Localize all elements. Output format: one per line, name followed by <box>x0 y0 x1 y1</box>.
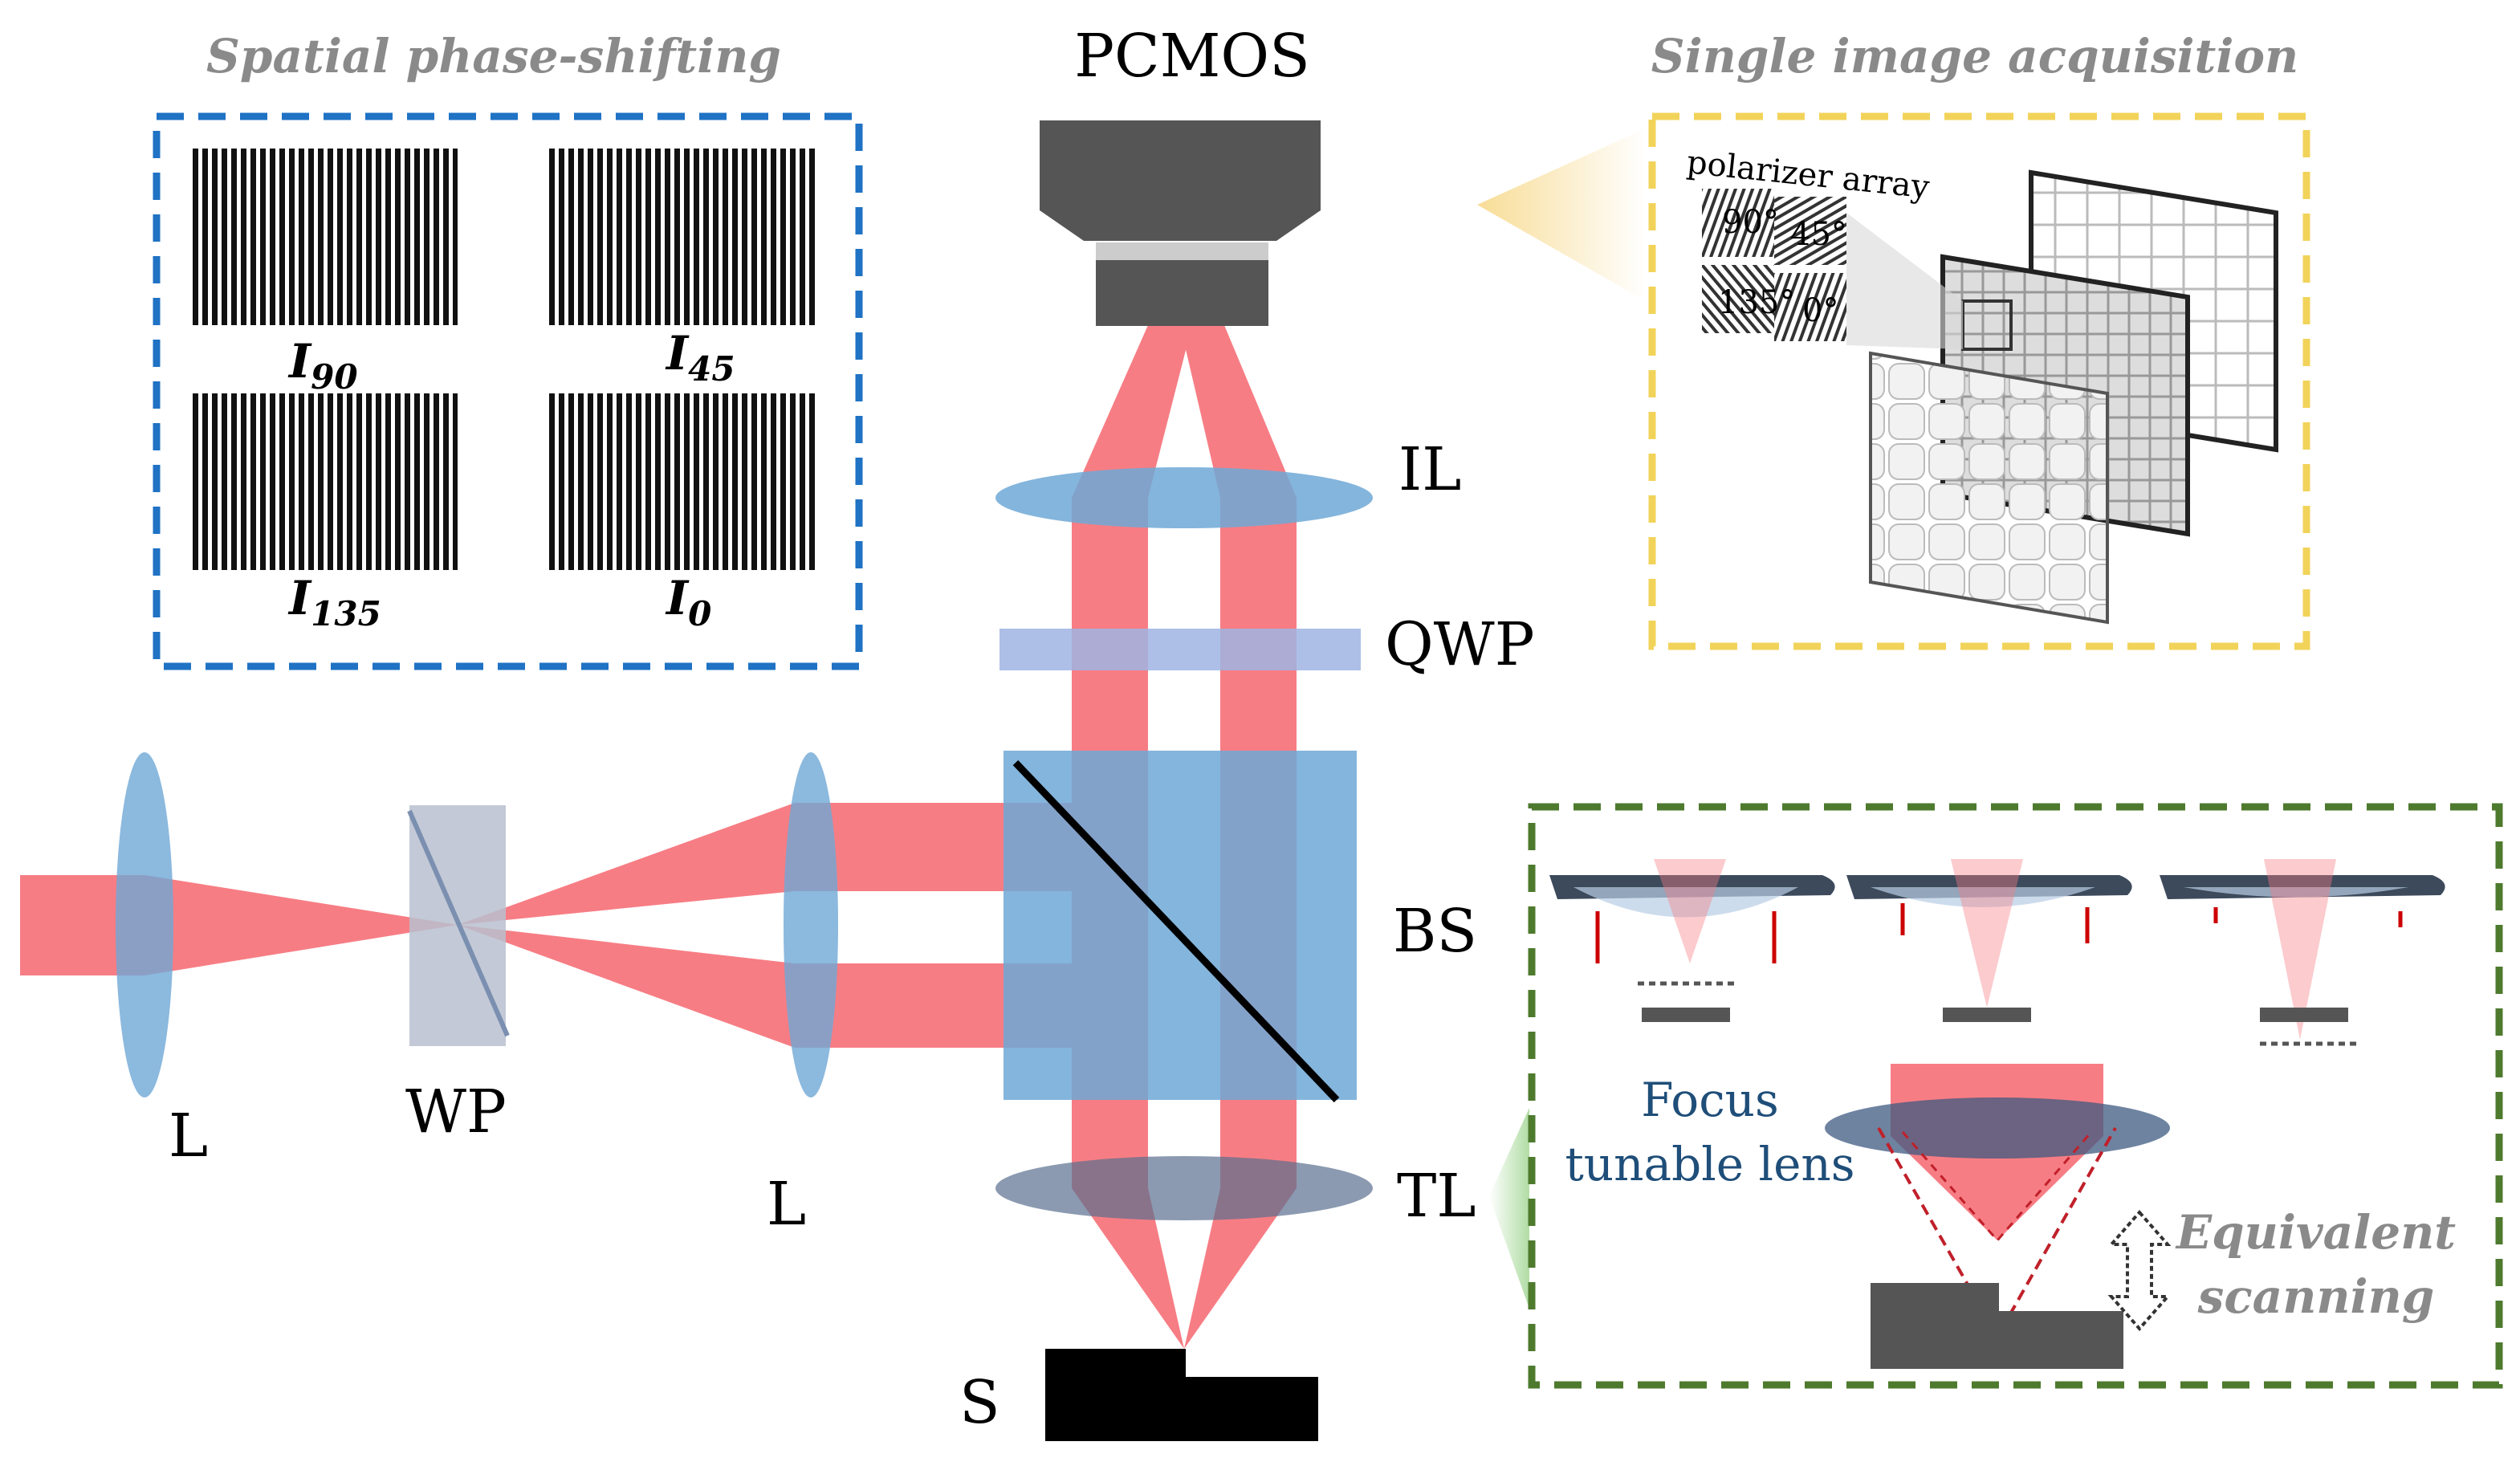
single-panel-title: Single image acquisition <box>1651 29 2298 83</box>
label-wp: WP <box>405 1077 507 1146</box>
focus-lens-label-line2: tunable lens <box>1565 1137 1854 1191</box>
label-s: S <box>959 1368 1000 1437</box>
dashed-focus-ray-inner <box>1901 1131 2093 1243</box>
focus-cone <box>1891 1136 2103 1240</box>
yellow-projection-cone <box>1477 128 1646 301</box>
fringe-pattern-90 <box>189 149 458 325</box>
label-il: IL <box>1398 435 1461 504</box>
upper-diverging-beam <box>458 803 795 925</box>
prism-interface <box>407 809 510 1037</box>
lens-state-2 <box>1846 859 2132 1022</box>
quarter-wave-plate <box>999 629 1361 670</box>
input-beam <box>20 875 458 975</box>
lens-state-3 <box>2160 859 2445 1046</box>
imaging-lens <box>995 467 1373 528</box>
lens-state-1 <box>1549 859 1835 1022</box>
angle-45: 45° <box>1790 216 1847 253</box>
polarizer-cell-90 <box>1702 189 1774 257</box>
fringe-pattern-45 <box>546 149 815 325</box>
label-tl: TL <box>1397 1162 1476 1231</box>
label-l-middle: L <box>767 1170 806 1239</box>
scan-double-arrow <box>2107 1209 2172 1332</box>
scan-label-line1: Equivalent <box>2175 1205 2456 1260</box>
scan-label-line2: scanning <box>2197 1269 2435 1324</box>
step-sample-low <box>1871 1311 2123 1369</box>
label-pcmos: PCMOS <box>1074 22 1310 91</box>
beam-to-camera-left <box>1072 325 1192 498</box>
polarizer-cell-45 <box>1774 197 1846 265</box>
angle-0: 0° <box>1802 292 1838 329</box>
spatial-panel-border <box>153 112 863 670</box>
label-i45: I45 <box>665 326 735 389</box>
microlens-plane <box>1869 351 2109 625</box>
focus-panel-border <box>1528 803 2503 1389</box>
focus-tunable-lens <box>1825 1097 2170 1159</box>
focus-lens-label-line1: Focus <box>1641 1073 1779 1127</box>
spatial-phase-shifting-panel: Spatial phase-shifting I90 I45 I135 I0 <box>153 29 863 670</box>
beam-to-camera-right <box>1180 325 1297 498</box>
single-panel-border <box>1648 112 2310 650</box>
label-i0: I0 <box>665 571 711 633</box>
focus-tunable-lens-panel: Focus tunable lens Equivalent scanning <box>1489 803 2503 1389</box>
lens-l-middle <box>784 752 838 1097</box>
label-i135: I135 <box>287 571 381 633</box>
beam-to-sample-left <box>1072 1188 1184 1349</box>
sample <box>1045 1349 1318 1441</box>
label-bs: BS <box>1393 897 1477 966</box>
polarizer-cell-135 <box>1702 265 1774 333</box>
label-l-left: L <box>169 1102 208 1171</box>
angle-90: 90° <box>1722 204 1779 241</box>
beam-splitter-diagonal <box>1012 759 1340 1103</box>
single-image-acquisition-panel: Single image acquisition polarizer array… <box>1477 29 2310 650</box>
pcmos-camera <box>1040 120 1321 326</box>
lens-l-left <box>116 752 173 1097</box>
angle-135: 135° <box>1718 284 1795 321</box>
label-qwp: QWP <box>1385 610 1535 679</box>
spatial-panel-title: Spatial phase-shifting <box>206 29 781 83</box>
zoom-cone <box>1846 213 1963 349</box>
tube-lens <box>995 1156 1373 1220</box>
fringe-pattern-0 <box>546 393 815 570</box>
fringe-pattern-135 <box>189 393 458 570</box>
lower-diverging-beam <box>458 925 795 1048</box>
green-projection-cone <box>1489 1108 1529 1309</box>
label-i90: I90 <box>287 334 358 397</box>
beam-to-sample-right <box>1184 1188 1297 1349</box>
polarizer-cell-0 <box>1774 273 1846 341</box>
